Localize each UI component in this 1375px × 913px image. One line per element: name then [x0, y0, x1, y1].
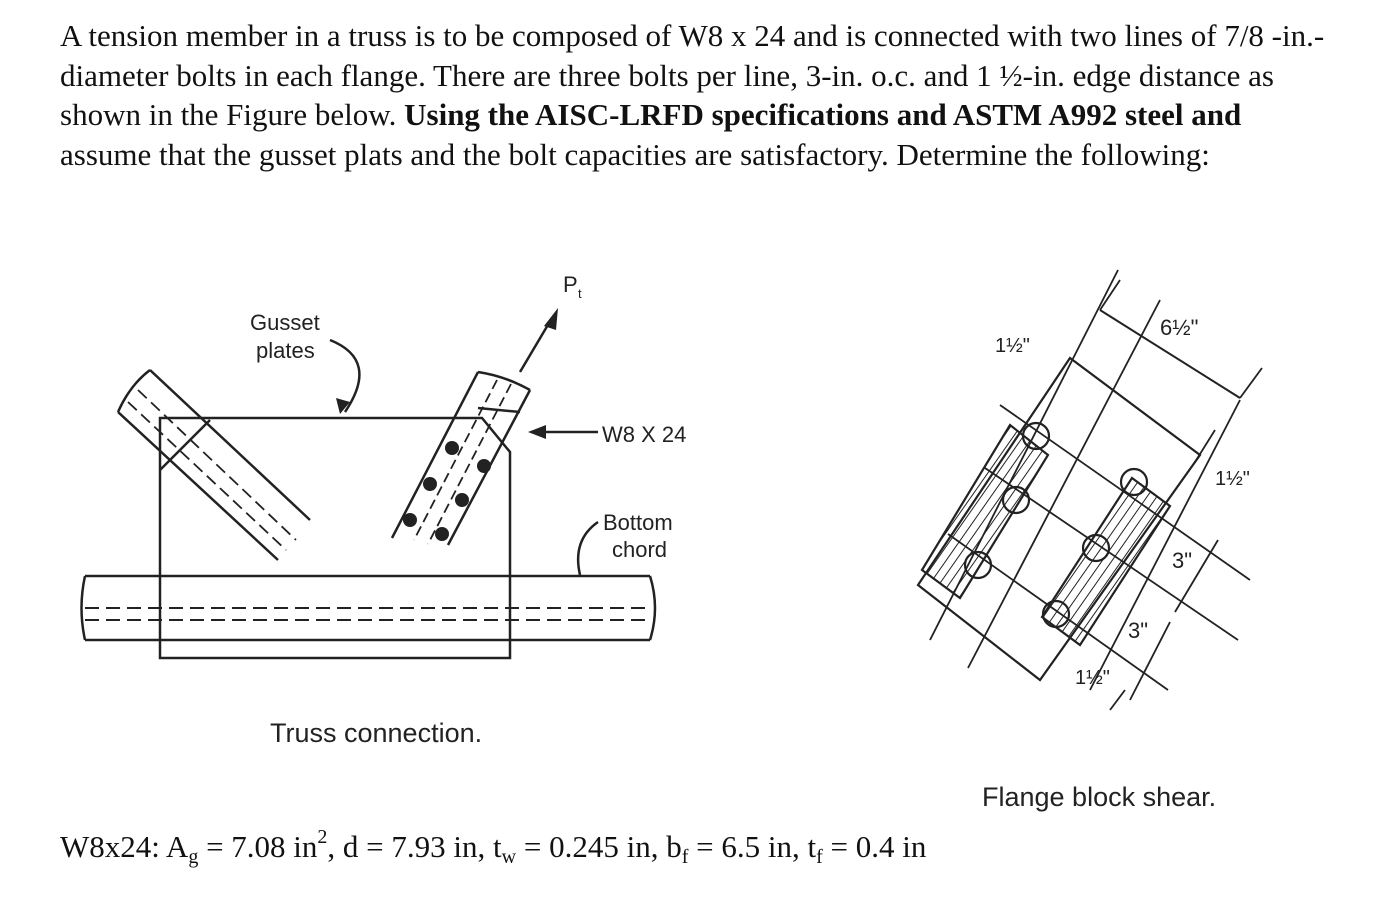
dim-edge-top: 1½" [995, 335, 1030, 357]
problem-text-2: assume that the gusset plats and the bol… [60, 136, 1210, 172]
bolt-hole [1119, 467, 1149, 497]
left-diagonal-member [116, 369, 311, 561]
bolt-hole [1041, 599, 1071, 629]
bolt-hole [1001, 485, 1031, 515]
chord-label-2: chord [612, 537, 667, 562]
bolt [455, 493, 469, 507]
problem-text-1: A tension member in a truss is to be com… [60, 18, 1325, 132]
bolt [445, 441, 459, 455]
dim-edge-bottom: 1½" [1075, 667, 1110, 689]
load-sub: t [578, 286, 582, 301]
load-label: P [563, 272, 578, 297]
problem-text-bold: Using the AISC-LRFD specifications and A… [404, 97, 1242, 132]
bottom-chord [80, 574, 657, 642]
caption-truss-connection: Truss connection. [270, 718, 483, 748]
member-label: W8 X 24 [602, 422, 686, 447]
bolt [435, 527, 449, 541]
caption-flange-block-shear: Flange block shear. [982, 782, 1217, 812]
problem-statement: A tension member in a truss is to be com… [60, 16, 1330, 174]
bolt-hole [1081, 533, 1111, 563]
bolt [477, 459, 491, 473]
bolt [423, 477, 437, 491]
shear-strip-right [1040, 476, 1172, 647]
dim-edge-right: 1½" [1215, 468, 1250, 490]
shear-strip-left [920, 423, 1050, 600]
gusset-label-2: plates [256, 338, 315, 363]
bolt-hole [1021, 421, 1051, 451]
chord-label-1: Bottom [603, 510, 673, 535]
dim-spacing-1: 3" [1172, 548, 1192, 573]
gusset-label-1: Gusset [250, 310, 320, 335]
load-arrow [518, 317, 554, 373]
gusset-plate [158, 416, 512, 660]
section-properties: W8x24: Ag = 7.08 in2, d = 7.93 in, tw = … [60, 826, 927, 868]
bolt [403, 513, 417, 527]
dim-width: 6½" [1160, 315, 1198, 340]
dim-spacing-2: 3" [1128, 618, 1148, 643]
